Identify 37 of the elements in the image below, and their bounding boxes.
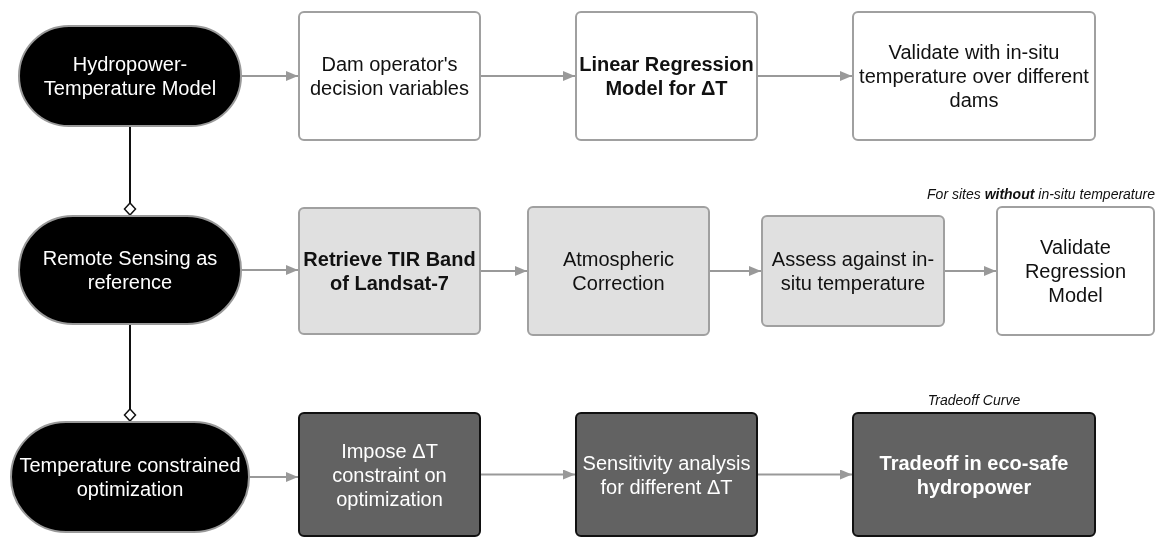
- node-label: Tradeoff in eco-safe hydropower: [878, 450, 1070, 499]
- node-label: Validate Regression Model: [1023, 235, 1128, 307]
- arrow: [249, 472, 299, 482]
- node-label: Hydropower-Temperature Model: [42, 52, 218, 100]
- node-label: Assess against in-situ temperature: [770, 247, 936, 295]
- node-label: Dam operator's decision variables: [309, 52, 470, 100]
- node-label: Validate with in-situ temperature over different dams: [858, 40, 1090, 112]
- arrow: [757, 469, 853, 480]
- aggregation-connector: [123, 126, 137, 216]
- node-label: Retrieve TIR Band of Landsat-7: [302, 247, 477, 295]
- node-label: Linear Regression Model for ΔT: [579, 52, 754, 100]
- process-box: [761, 215, 945, 327]
- arrow: [480, 469, 576, 480]
- process-box: [527, 206, 710, 336]
- node-label: Temperature constrained optimization: [18, 453, 242, 501]
- arrow: [480, 71, 576, 81]
- arrow: [480, 266, 528, 276]
- process-box: [298, 207, 481, 335]
- node-label: Atmospheric Correction: [561, 247, 676, 295]
- process-box: [575, 412, 758, 537]
- node-label: Sensitivity analysis for different ΔT: [581, 450, 752, 499]
- node-caption: For sites without in-situ temperature: [927, 186, 1155, 203]
- process-box: [852, 412, 1096, 537]
- process-box: [298, 412, 481, 537]
- process-box: [298, 11, 481, 141]
- process-box: [852, 11, 1096, 141]
- process-box: [996, 206, 1155, 336]
- node-caption: Tradeoff Curve: [927, 392, 1021, 409]
- arrow: [757, 71, 853, 81]
- process-box: [575, 11, 758, 141]
- arrow: [709, 266, 762, 276]
- node-label: Remote Sensing as reference: [41, 246, 219, 294]
- arrow: [944, 266, 997, 276]
- aggregation-connector: [123, 324, 137, 422]
- arrow: [241, 265, 299, 275]
- arrow: [241, 71, 299, 81]
- node-label: Impose ΔT constraint on optimization: [331, 438, 448, 511]
